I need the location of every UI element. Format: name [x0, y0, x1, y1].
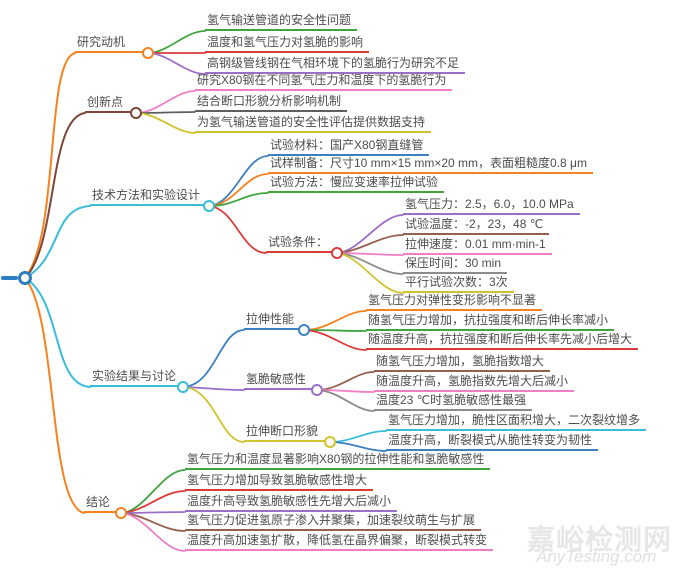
- leaf-node[interactable]: 试验方法：慢应变速率拉伸试验: [268, 175, 445, 193]
- connector: [24, 52, 76, 279]
- leaf-node[interactable]: 温度23 ℃时氢脆敏感性最强: [374, 393, 533, 411]
- subtopic-tensile-properties[interactable]: 拉伸性能: [244, 312, 310, 336]
- connector: [329, 441, 387, 452]
- watermark-site-name: 嘉峪检测网: [527, 524, 673, 555]
- connector: [135, 111, 196, 114]
- connector: [336, 252, 404, 294]
- leaf-node[interactable]: 随温度升高，氢脆指数先增大后减小: [374, 374, 575, 392]
- leaf-node[interactable]: 随氢气压力增加，氢脆指数增大: [374, 354, 551, 372]
- connector: [208, 173, 269, 207]
- collapse-handle[interactable]: [298, 324, 310, 336]
- leaf-node[interactable]: 氢气压力对弹性变形影响不显著: [366, 293, 543, 311]
- connector: [24, 112, 86, 279]
- connector: [336, 214, 404, 254]
- connector: [24, 277, 91, 388]
- topic-label[interactable]: 结论: [84, 495, 116, 513]
- leaf-node[interactable]: 随氢气压力增加，抗拉强度和断后伸长率减小: [366, 313, 615, 331]
- connector: [147, 30, 206, 54]
- subtopic-fracture-morphology[interactable]: 拉伸断口形貌: [244, 424, 336, 448]
- connector: [316, 389, 375, 412]
- topic-label[interactable]: 创新点: [85, 95, 131, 113]
- leaf-node[interactable]: 温度升高加速氢扩散，降低氢在晶界偏聚，断裂模式转变: [185, 533, 494, 551]
- collapse-handle[interactable]: [115, 507, 127, 519]
- collapse-handle[interactable]: [177, 381, 189, 393]
- leaf-node[interactable]: 试样制备：尺寸10 mm×15 mm×20 mm，表面粗糙度0.8 μm: [268, 156, 593, 174]
- leaf-node[interactable]: 氢气压力增加导致氢脆敏感性增大: [185, 473, 374, 491]
- leaf-node[interactable]: 随温度升高，抗拉强度和断后伸长率先减小后增大: [366, 332, 639, 350]
- connector: [329, 430, 387, 443]
- subtopic-test-conditions[interactable]: 试验条件：: [266, 235, 343, 259]
- topic-label[interactable]: 研究动机: [75, 35, 143, 53]
- leaf-node[interactable]: 氢气压力促进氢原子渗入并聚集，加速裂纹萌生与扩展: [185, 513, 482, 531]
- connector: [303, 310, 367, 331]
- leaf-node[interactable]: 结合断口形貌分析影响机制: [195, 94, 348, 112]
- leaf-node[interactable]: 氢气压力和温度显著影响X80钢的拉伸性能和氢脆敏感性: [185, 452, 491, 470]
- leaf-node[interactable]: 高钢级管线钢在气相环境下的氢脆行为研究不足: [205, 56, 466, 74]
- topic-conclusions[interactable]: 结论: [84, 495, 127, 519]
- connector: [147, 52, 206, 75]
- collapse-handle[interactable]: [324, 436, 336, 448]
- leaf-node[interactable]: 温度升高，断裂模式从脆性转变为韧性: [386, 433, 599, 451]
- topic-methods-experiment-design[interactable]: 技术方法和实验设计: [90, 188, 215, 212]
- topic-innovation-points[interactable]: 创新点: [85, 95, 142, 119]
- subtopic-he-sensitivity[interactable]: 氢脆敏感性: [244, 372, 323, 396]
- topic-label[interactable]: 技术方法和实验设计: [90, 188, 204, 206]
- leaf-node[interactable]: 温度和氢气压力对氢脆的影响: [205, 35, 370, 53]
- leaf-node[interactable]: 试验温度：-2，23，48 ℃: [403, 217, 550, 235]
- leaf-node[interactable]: 平行试验次数：3次: [403, 275, 514, 293]
- connector: [24, 277, 85, 514]
- leaf-node[interactable]: 为氢气输送管道的安全性评估提供数据支持: [195, 115, 432, 133]
- connector: [303, 329, 367, 351]
- topic-label[interactable]: 试验条件：: [266, 235, 332, 253]
- leaf-node[interactable]: 保压时间：30 min: [403, 256, 508, 274]
- collapse-handle[interactable]: [142, 47, 154, 59]
- watermark-url: AnyTesting.com: [536, 547, 657, 566]
- connector: [120, 512, 186, 552]
- collapse-handle[interactable]: [203, 200, 215, 212]
- leaf-node[interactable]: 研究X80钢在不同氢气压力和温度下的氢脆行为: [195, 73, 453, 91]
- connector: [24, 205, 91, 279]
- connector: [182, 386, 245, 443]
- topic-label[interactable]: 拉伸断口形貌: [244, 424, 325, 442]
- leaf-node[interactable]: 温度升高导致氢脆敏感性先增大后减小: [185, 494, 398, 512]
- connector: [182, 329, 245, 388]
- collapse-handle[interactable]: [130, 107, 142, 119]
- leaf-node[interactable]: 拉伸速度：0.01 mm·min-1: [403, 237, 552, 255]
- topic-label[interactable]: 实验结果与讨论: [90, 369, 178, 387]
- collapse-handle[interactable]: [311, 384, 323, 396]
- connector: [135, 90, 196, 114]
- collapse-handle[interactable]: [331, 247, 343, 259]
- topic-research-motivation[interactable]: 研究动机: [75, 35, 154, 59]
- connector: [208, 155, 269, 207]
- leaf-node[interactable]: 氢气压力：2.5，6.0，10.0 MPa: [403, 197, 580, 215]
- leaf-node[interactable]: 氢气压力增加，脆性区面积增大，二次裂纹增多: [386, 413, 647, 431]
- connector: [135, 112, 196, 134]
- topic-label[interactable]: 拉伸性能: [244, 312, 299, 330]
- connector: [208, 192, 269, 207]
- leaf-node[interactable]: 试验材料：国产X80钢直缝管: [268, 138, 430, 156]
- leaf-node[interactable]: 氢气输送管道的安全性问题: [205, 13, 358, 31]
- connector: [120, 511, 186, 514]
- topic-label[interactable]: 氢脆敏感性: [244, 372, 312, 390]
- topic-results-discussion[interactable]: 实验结果与讨论: [90, 369, 189, 393]
- root-node[interactable]: [18, 271, 32, 285]
- connector: [208, 205, 267, 254]
- connector: [316, 371, 375, 391]
